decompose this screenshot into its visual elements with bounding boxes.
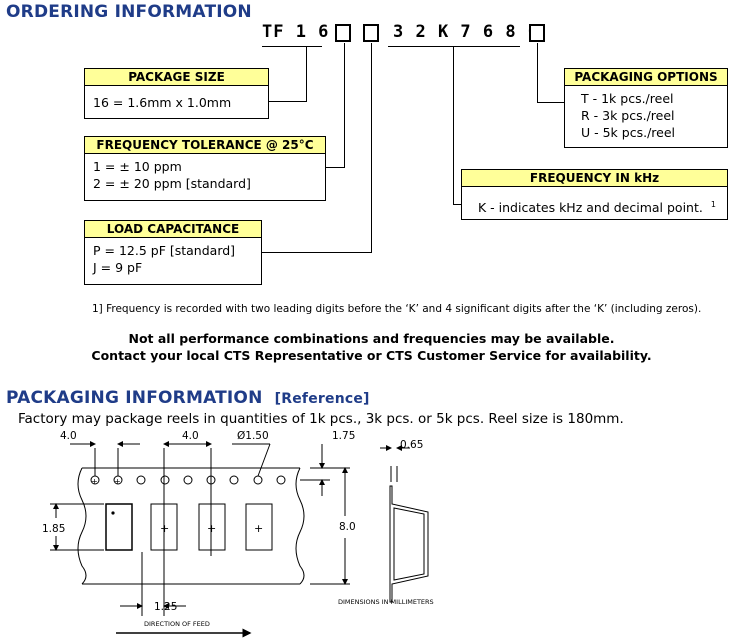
frequency-tolerance-title: FREQUENCY TOLERANCE @ 25°C <box>85 137 325 154</box>
package-size-title: PACKAGE SIZE <box>85 69 268 86</box>
part-number-slot-packaging <box>529 24 545 42</box>
packaging-options-box: PACKAGING OPTIONS T - 1k pcs./reel R - 3… <box>564 68 728 148</box>
dim-width: 8.0 <box>339 521 356 533</box>
connector-tolerance-h <box>326 167 345 168</box>
svg-text:+: + <box>160 522 169 535</box>
packaging-option-r: R - 3k pcs./reel <box>581 108 675 123</box>
frequency-khz-line: K - indicates kHz and decimal point. <box>478 200 703 216</box>
svg-text:+: + <box>114 477 121 486</box>
tolerance-option-1: 1 = ± 10 ppm <box>93 159 182 174</box>
svg-text:+: + <box>207 522 216 535</box>
tape-right-edge <box>295 467 305 585</box>
svg-text:+: + <box>254 522 263 535</box>
package-size-box: PACKAGE SIZE 16 = 1.6mm x 1.0mm <box>84 68 269 119</box>
connector-load-h <box>262 252 372 253</box>
connector-packaging-h <box>537 102 564 103</box>
packaging-subtext: Factory may package reels in quantities … <box>18 411 624 427</box>
load-option-j: J = 9 pF <box>93 260 143 275</box>
dim-hole-diameter: Ø1.50 <box>237 430 269 442</box>
svg-text:+: + <box>91 477 98 486</box>
dim-pocket-pitch: 4.0 <box>182 430 199 442</box>
packaging-heading: PACKAGING INFORMATION [Reference] <box>6 388 370 408</box>
underline-prefix <box>262 46 322 47</box>
connector-load <box>371 43 372 253</box>
contact-notice: Contact your local CTS Representative or… <box>91 348 652 363</box>
tolerance-option-2: 2 = ± 20 ppm [standard] <box>93 176 251 191</box>
part-number-slot-tolerance <box>335 24 351 42</box>
frequency-footnote: 1] Frequency is recorded with two leadin… <box>92 303 702 315</box>
tape-dimension-drawing: + + + + + 4.0 4.0 Ø1.50 1.75 0.65 8.0 1.… <box>42 430 434 638</box>
frequency-khz-title: FREQUENCY IN kHz <box>462 170 727 187</box>
connector-package <box>306 47 307 102</box>
frequency-khz-box: FREQUENCY IN kHz K - indicates kHz and d… <box>461 169 728 220</box>
packaging-heading-text: PACKAGING INFORMATION <box>6 388 263 408</box>
load-capacitance-title: LOAD CAPACITANCE <box>85 221 261 238</box>
connector-frequency-h <box>453 204 461 205</box>
connector-packaging <box>537 43 538 103</box>
dim-edge: 1.75 <box>332 430 355 442</box>
frequency-footnote-marker: 1 <box>710 200 716 209</box>
load-capacitance-box: LOAD CAPACITANCE P = 12.5 pF [standard] … <box>84 220 262 285</box>
underline-frequency <box>388 46 520 47</box>
ordering-heading: ORDERING INFORMATION <box>6 2 252 22</box>
packaging-options-title: PACKAGING OPTIONS <box>565 69 727 86</box>
dim-pocket-gap: 1.25 <box>154 601 177 613</box>
feed-note: DIRECTION OF FEED <box>144 620 210 628</box>
connector-frequency <box>453 47 454 205</box>
frequency-tolerance-box: FREQUENCY TOLERANCE @ 25°C 1 = ± 10 ppm … <box>84 136 326 201</box>
packaging-heading-reference: [Reference] <box>274 391 370 407</box>
connector-tolerance <box>344 43 345 168</box>
tape-left-edge <box>77 467 87 585</box>
load-option-p: P = 12.5 pF [standard] <box>93 243 236 258</box>
part-number-frequency: 3 2 K 7 6 8 0 <box>393 22 540 42</box>
connector-package-h <box>269 101 307 102</box>
dim-hole-pitch: 4.0 <box>60 430 77 442</box>
part-number-slot-load <box>363 24 379 42</box>
units-note: DIMENSIONS IN MILLIMETERS <box>338 598 434 606</box>
dim-thickness: 0.65 <box>400 439 423 451</box>
packaging-option-u: U - 5k pcs./reel <box>581 125 675 140</box>
packaging-option-t: T - 1k pcs./reel <box>581 91 674 106</box>
availability-notice: Not all performance combinations and fre… <box>128 331 615 346</box>
package-size-line: 16 = 1.6mm x 1.0mm <box>93 95 232 110</box>
dim-pocket-offset: 1.85 <box>42 523 65 535</box>
part-number-prefix: TF 1 6 <box>262 22 330 42</box>
